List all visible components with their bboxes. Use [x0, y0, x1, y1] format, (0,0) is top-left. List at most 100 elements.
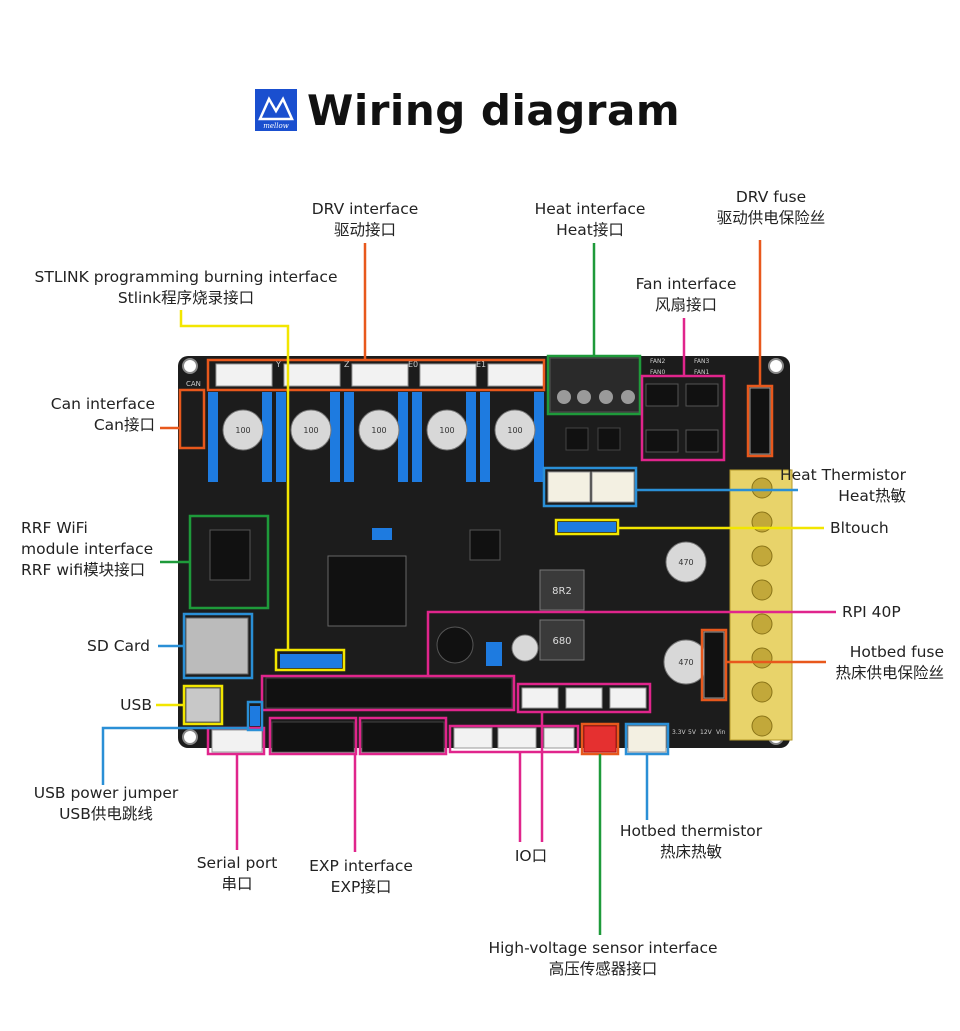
label-en: Fan interface — [635, 275, 737, 293]
hotbed-fuse-holder — [703, 631, 725, 699]
label-en: Serial port — [196, 854, 278, 872]
label-zh: EXP接口 — [330, 878, 392, 896]
label-zh: 驱动供电保险丝 — [716, 209, 826, 227]
exp2-box — [358, 716, 448, 756]
volt-silk: 5V — [688, 729, 697, 736]
label-zh: RRF wifi模块接口 — [21, 561, 146, 579]
stlink-header — [280, 654, 342, 668]
label-en: USB power jumper — [33, 784, 179, 802]
inductor — [539, 569, 585, 611]
wifi-socket — [209, 529, 251, 581]
cap-text: 100 — [303, 426, 318, 435]
mount-hole — [768, 358, 784, 374]
cap-text: 470 — [678, 658, 693, 667]
label-drv-fuse: DRV fuse 驱动供电保险丝 — [717, 187, 826, 229]
mellow-logo: mellow — [255, 89, 297, 131]
label-zh: Heat热敏 — [838, 487, 906, 505]
fan-silk: FAN0 — [650, 369, 665, 376]
axis-label: Y — [275, 360, 281, 369]
usb-jumper-box — [246, 700, 264, 732]
title-block: mellow Wiring diagram — [255, 82, 680, 138]
volt-silk: Vin — [716, 729, 726, 736]
can-silk: CAN — [186, 380, 201, 388]
inductor — [539, 619, 585, 661]
label-en: Bltouch — [830, 519, 889, 537]
rpi-leader — [426, 610, 836, 676]
label-en: module interface — [21, 540, 154, 558]
label-zh: USB供电跳线 — [59, 805, 153, 823]
thermistor-connector — [591, 471, 635, 503]
cap-text: 470 — [678, 558, 693, 567]
driver-headers — [208, 392, 544, 482]
axis-label: E1 — [476, 360, 486, 369]
volt-silk: 3.3V — [672, 729, 687, 736]
label-heat-interface: Heat interface Heat接口 — [535, 199, 646, 241]
label-en: Heat Thermistor — [779, 466, 906, 484]
drv-fuse-holder — [749, 387, 771, 455]
label-en: Hotbed fuse — [849, 643, 944, 661]
capacitors — [222, 409, 709, 685]
label-en: Hotbed thermistor — [619, 822, 763, 840]
heat-thermistor-box — [542, 466, 638, 508]
fan-silk: FAN3 — [694, 358, 709, 365]
thermistor-connector — [547, 471, 591, 503]
label-bltouch: Bltouch — [830, 518, 889, 539]
label-en: EXP interface — [309, 857, 413, 875]
stepper-connectors — [215, 363, 545, 387]
usb-jumper-leader — [101, 726, 248, 785]
fan-silk: FAN1 — [694, 369, 709, 376]
label-sd-card: SD Card — [40, 636, 150, 657]
exp1-box — [268, 716, 358, 756]
label-exp: EXP interface EXP接口 — [309, 856, 413, 898]
label-en: USB — [120, 696, 152, 714]
label-en: STLINK programming burning interface — [34, 268, 338, 286]
label-en: IO口 — [514, 847, 548, 865]
label-zh: Can接口 — [93, 416, 155, 434]
label-en: SD Card — [87, 637, 150, 655]
label-usb-jumper: USB power jumper USB供电跳线 — [34, 783, 179, 825]
terminal-screws — [557, 390, 635, 404]
inductor-text: 680 — [552, 636, 571, 647]
label-zh: 风扇接口 — [654, 296, 717, 314]
rpi-box — [260, 674, 516, 712]
volt-silk: 12V — [700, 729, 713, 736]
label-rrf-wifi: RRF WiFi module interface RRF wifi模块接口 — [21, 518, 153, 581]
rpi-header — [265, 677, 513, 709]
label-zh: 串口 — [221, 875, 253, 893]
label-zh: Heat接口 — [556, 221, 624, 239]
label-zh: 驱动接口 — [333, 221, 396, 239]
logo-text: mellow — [263, 122, 288, 130]
label-hv-sensor: High-voltage sensor interface 高压传感器接口 — [488, 938, 717, 980]
mount-hole — [182, 358, 198, 374]
label-zh: 热床供电保险丝 — [835, 664, 944, 682]
cap-text: 100 — [371, 426, 386, 435]
page-title: Wiring diagram — [307, 85, 681, 135]
label-serial: Serial port 串口 — [197, 853, 278, 895]
buzzer — [436, 626, 474, 664]
axis-label: E0 — [408, 360, 418, 369]
hotbed-fuse-box — [700, 628, 728, 702]
label-en: DRV interface — [311, 200, 419, 218]
drv-interface-box — [206, 358, 546, 392]
label-hotbed-fuse: Hotbed fuse 热床供电保险丝 — [790, 642, 944, 684]
label-en: RPI 40P — [842, 603, 901, 621]
fan-silk: FAN2 — [650, 358, 665, 365]
exp2-header — [361, 721, 445, 753]
axis-label: Z — [344, 360, 350, 369]
mount-hole — [182, 729, 198, 745]
label-en: DRV fuse — [735, 188, 807, 206]
label-zh: 热床热敏 — [659, 843, 722, 861]
cap-text: 100 — [439, 426, 454, 435]
label-heat-thermistor: Heat Thermistor Heat热敏 — [760, 465, 906, 507]
fan-connectors — [645, 383, 719, 453]
inductor-text: 8R2 — [552, 586, 572, 597]
stlink-leader — [179, 310, 290, 650]
mcu-chip — [327, 555, 407, 627]
label-en: Heat interface — [534, 200, 646, 218]
label-zh: 高压传感器接口 — [548, 960, 658, 978]
label-en: RRF WiFi — [21, 519, 88, 537]
label-fan-interface: Fan interface 风扇接口 — [636, 274, 737, 316]
cap-text: 100 — [507, 426, 522, 435]
label-can-interface: Can interface Can接口 — [30, 394, 155, 436]
